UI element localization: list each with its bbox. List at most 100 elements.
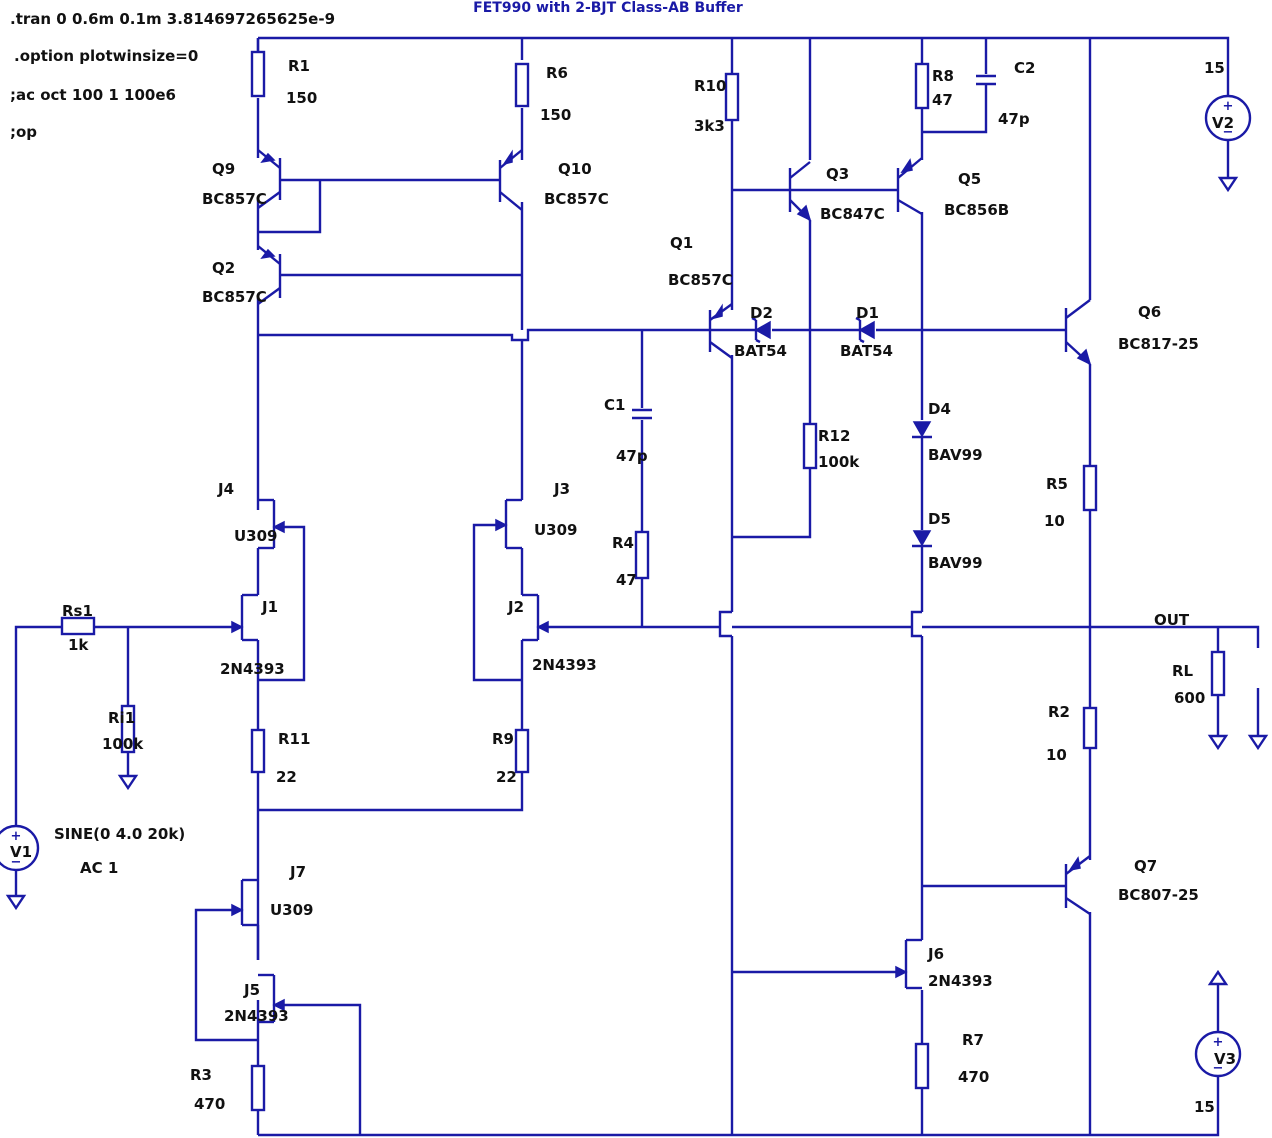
- ground-icon: [5, 894, 27, 911]
- bottom-rail-wire: [258, 1075, 1220, 1137]
- diode-d5[interactable]: [912, 530, 932, 548]
- resistors: [60, 50, 1226, 1112]
- label-v2-value: 15: [1204, 59, 1225, 77]
- capacitor-c1[interactable]: [632, 408, 652, 420]
- label-r2-name: R2: [1048, 703, 1070, 721]
- label-j1-model: 2N4393: [220, 660, 285, 678]
- directive-option: .option plotwinsize=0: [14, 47, 198, 65]
- label-r3-value: 470: [194, 1095, 225, 1113]
- label-q7-model: BC807-25: [1118, 886, 1199, 904]
- label-q5-name: Q5: [958, 170, 981, 188]
- q9-base-wire: [258, 178, 500, 234]
- label-rs1-value: 1k: [68, 636, 89, 654]
- j3-gate-wire: [472, 523, 522, 682]
- label-v1-name: V1: [10, 843, 32, 861]
- label-r5-value: 10: [1044, 512, 1065, 530]
- label-j6-model: 2N4393: [928, 972, 993, 990]
- supply-arrow-icon: [1207, 969, 1229, 986]
- resistor-r5[interactable]: [1082, 464, 1098, 512]
- resistor-rl[interactable]: [1210, 650, 1226, 697]
- ground-icon: [117, 774, 139, 791]
- top-rail-wire: [258, 36, 1230, 96]
- label-r6-name: R6: [546, 64, 568, 82]
- resistor-r8[interactable]: [914, 62, 930, 110]
- label-q2-model: BC857C: [202, 288, 267, 306]
- resistor-r9[interactable]: [514, 728, 530, 774]
- label-d2-model: BAT54: [734, 342, 787, 360]
- transistor-q7[interactable]: [1064, 855, 1091, 915]
- svg-text:+: +: [11, 829, 22, 844]
- transistor-q2[interactable]: [257, 245, 282, 305]
- resistor-r3[interactable]: [250, 1064, 266, 1112]
- resistor-r11[interactable]: [250, 728, 266, 774]
- resistor-r4[interactable]: [634, 530, 650, 580]
- label-r1-value: 150: [286, 89, 317, 107]
- jfet-j2[interactable]: [522, 593, 549, 642]
- label-v3-name: V3: [1214, 1050, 1236, 1068]
- voltage-source-v1[interactable]: + −: [0, 824, 40, 872]
- diode-d1[interactable]: [855, 316, 875, 344]
- label-r8-value: 47: [932, 91, 953, 109]
- label-r3-name: R3: [190, 1066, 212, 1084]
- label-d1-model: BAT54: [840, 342, 893, 360]
- svg-text:+: +: [1213, 1035, 1224, 1050]
- label-r7-name: R7: [962, 1031, 984, 1049]
- label-r8-name: R8: [932, 67, 954, 85]
- resistor-r1[interactable]: [250, 50, 266, 98]
- label-q6-name: Q6: [1138, 303, 1161, 321]
- transistor-q1[interactable]: [708, 303, 733, 359]
- directive-tran: .tran 0 0.6m 0.1m 3.814697265625e-9: [10, 10, 335, 28]
- resistor-r7[interactable]: [914, 1042, 930, 1090]
- label-j7-model: U309: [270, 901, 314, 919]
- resistor-rs1[interactable]: [60, 616, 96, 636]
- label-d5-name: D5: [928, 510, 951, 528]
- resistor-r6[interactable]: [514, 62, 530, 108]
- svg-text:+: +: [1223, 99, 1234, 114]
- resistor-r12[interactable]: [802, 422, 818, 470]
- transistor-q5[interactable]: [896, 157, 923, 216]
- label-q2-name: Q2: [212, 259, 235, 277]
- label-r11-name: R11: [278, 730, 310, 748]
- label-r4-name: R4: [612, 534, 634, 552]
- label-c2-name: C2: [1014, 59, 1035, 77]
- jfet-j7[interactable]: [231, 878, 260, 960]
- label-j3-name: J3: [553, 480, 570, 498]
- capacitors: [632, 74, 996, 420]
- resistor-r2[interactable]: [1082, 706, 1098, 750]
- input-wire: [14, 625, 236, 826]
- transistor-q10[interactable]: [498, 149, 523, 211]
- label-rl-value: 600: [1174, 689, 1205, 707]
- voltage-source-v2[interactable]: + −: [1204, 94, 1252, 142]
- jfet-j3[interactable]: [495, 498, 522, 550]
- resistor-ri1[interactable]: [120, 704, 136, 754]
- jfet-j6[interactable]: [895, 938, 922, 990]
- resistor-r10[interactable]: [724, 72, 740, 122]
- label-d5-model: BAV99: [928, 554, 983, 572]
- voltage-source-v3[interactable]: + −: [1194, 1030, 1242, 1078]
- diode-d4[interactable]: [912, 421, 932, 439]
- label-r10-value: 3k3: [694, 117, 725, 135]
- jfet-j5[interactable]: [258, 973, 285, 1024]
- transistor-q3[interactable]: [788, 161, 812, 222]
- transistor-q9[interactable]: [257, 149, 282, 209]
- diode-d2[interactable]: [751, 316, 771, 344]
- wires: [14, 36, 1260, 1137]
- label-j5-model: 2N4393: [224, 1007, 289, 1025]
- label-c1-value: 47p: [616, 447, 648, 465]
- label-c2-value: 47p: [998, 110, 1030, 128]
- label-r9-name: R9: [492, 730, 514, 748]
- jfet-j4[interactable]: [258, 498, 285, 550]
- sources: + − + − + −: [0, 94, 1252, 1078]
- label-j3-model: U309: [534, 521, 578, 539]
- transistor-q6[interactable]: [1064, 299, 1092, 366]
- j7-gate-wire: [194, 908, 258, 1042]
- capacitor-c2[interactable]: [976, 74, 996, 86]
- label-r2-value: 10: [1046, 746, 1067, 764]
- c2-wire: [922, 38, 988, 134]
- label-rl-name: RL: [1172, 662, 1194, 680]
- jfet-j1[interactable]: [231, 593, 258, 642]
- label-j6-name: J6: [927, 945, 944, 963]
- svg-text:−: −: [11, 855, 22, 870]
- r12-wire: [732, 468, 812, 539]
